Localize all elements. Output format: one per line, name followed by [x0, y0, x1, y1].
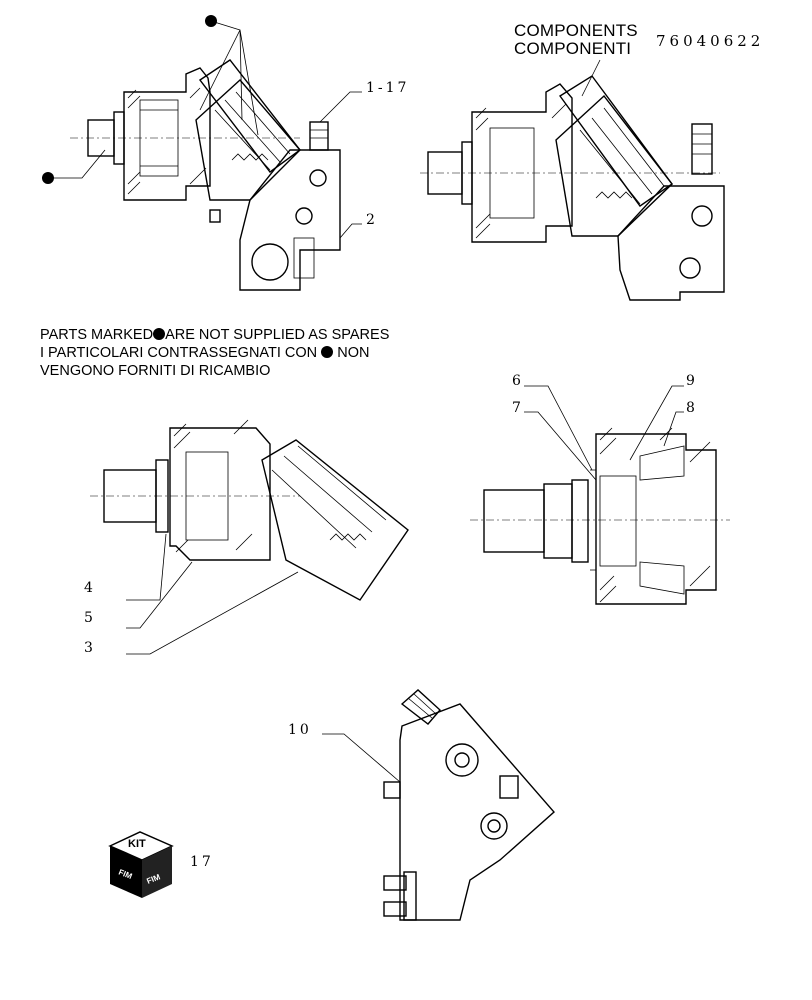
kit-box-icon: FIM FIM — [108, 831, 174, 898]
callout-5: 5 — [84, 610, 96, 626]
callout-10: 10 — [288, 722, 312, 738]
pump-section-view-4 — [470, 385, 730, 605]
marker-dot-icon — [153, 328, 166, 340]
callout-9: 9 — [686, 373, 698, 389]
callout-3: 3 — [84, 640, 96, 656]
pump-assembly-view-2 — [420, 59, 725, 301]
pump-section-view-3 — [90, 419, 409, 655]
kit-label: KIT — [128, 838, 146, 850]
note-line-2: I PARTICOLARI CONTRASSEGNATI CON NON — [40, 345, 370, 361]
title-components-en: COMPONENTS — [514, 21, 638, 40]
callout-17: 17 — [190, 854, 214, 870]
port-block-view — [322, 689, 555, 921]
callout-7: 7 — [512, 400, 524, 416]
callout-8: 8 — [686, 400, 698, 416]
part-code: 76040622 — [656, 32, 765, 50]
pump-assembly-view-1 — [42, 15, 362, 291]
callout-2: 2 — [366, 212, 378, 228]
note-line-3: VENGONO FORNITI DI RICAMBIO — [40, 363, 271, 379]
callout-4: 4 — [84, 580, 96, 596]
title-components-it: COMPONENTI — [514, 39, 632, 58]
callout-1-17: 1-17 — [366, 80, 410, 96]
callout-6: 6 — [512, 373, 524, 389]
marker-dot-icon — [321, 346, 334, 358]
